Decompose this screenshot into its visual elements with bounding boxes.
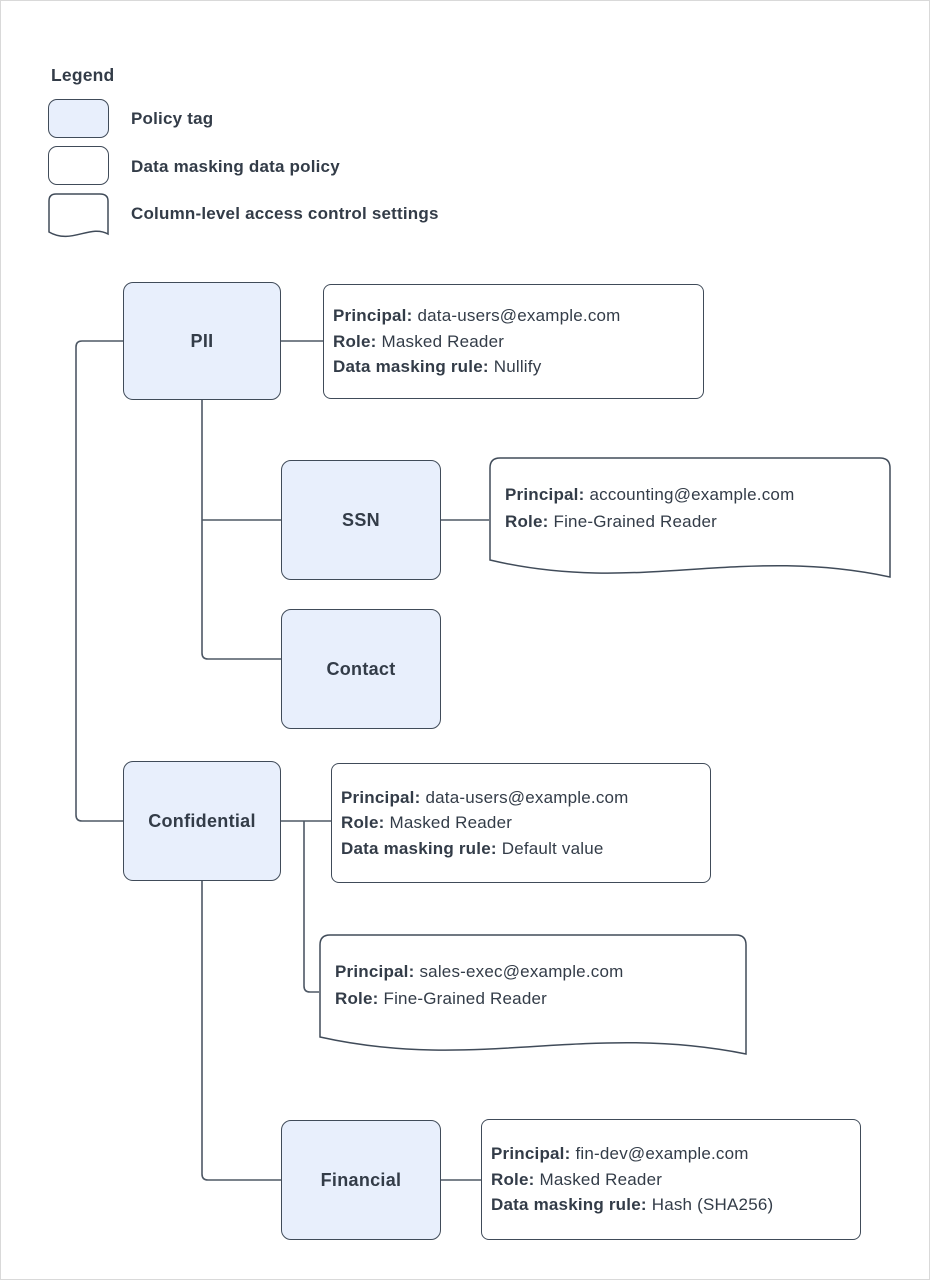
data-policy-confidential: Principal:data-users@example.com Role:Ma…: [331, 763, 711, 883]
policy-rule-line: Data masking rule:Default value: [341, 838, 604, 858]
column-acl-confidential-text: Principal:sales-exec@example.com Role:Fi…: [335, 958, 623, 1012]
column-acl-ssn: Principal:accounting@example.com Role:Fi…: [489, 457, 891, 581]
policy-tag-financial: Financial: [281, 1120, 441, 1240]
data-policy-financial: Principal:fin-dev@example.com Role:Maske…: [481, 1119, 861, 1240]
acl-role-line: Role:Fine-Grained Reader: [335, 989, 547, 1008]
legend-data-policy-swatch: [48, 146, 109, 185]
policy-tag-pii: PII: [123, 282, 281, 400]
legend-column-acl-swatch: [48, 193, 109, 241]
legend-title: Legend: [51, 65, 115, 85]
column-acl-ssn-text: Principal:accounting@example.com Role:Fi…: [505, 481, 794, 535]
connector-pii-contact: [201, 400, 281, 660]
policy-tag-financial-label: Financial: [320, 1169, 402, 1190]
policy-principal-line: Principal:fin-dev@example.com: [491, 1144, 749, 1164]
policy-principal-line: Principal:data-users@example.com: [333, 306, 621, 326]
policy-principal-line: Principal:data-users@example.com: [341, 787, 629, 807]
document-shape: [319, 934, 747, 1055]
acl-principal-line: Principal:accounting@example.com: [505, 485, 795, 504]
policy-role-line: Role:Masked Reader: [333, 331, 505, 351]
policy-tag-contact: Contact: [281, 609, 441, 729]
legend-item-column-acl: Column-level access control settings: [131, 204, 439, 223]
policy-tag-pii-label: PII: [190, 330, 214, 351]
policy-tag-confidential-label: Confidential: [148, 810, 256, 831]
legend-policy-tag-swatch: [48, 99, 109, 138]
policy-tag-confidential: Confidential: [123, 761, 281, 881]
policy-tag-contact-label: Contact: [326, 658, 396, 679]
document-shape: [489, 457, 891, 578]
acl-principal-line: Principal:sales-exec@example.com: [335, 962, 624, 981]
column-acl-confidential: Principal:sales-exec@example.com Role:Fi…: [319, 934, 747, 1058]
policy-tag-ssn-label: SSN: [342, 509, 380, 530]
connector-confidential-financial: [201, 881, 281, 1181]
policy-role-line: Role:Masked Reader: [491, 1169, 663, 1189]
legend-item-data-masking-policy: Data masking data policy: [131, 157, 340, 176]
legend-item-policy-tag: Policy tag: [131, 109, 214, 128]
policy-rule-line: Data masking rule:Nullify: [333, 357, 542, 377]
connector-confidential-acl: [303, 821, 319, 993]
policy-tag-ssn: SSN: [281, 460, 441, 580]
policy-role-line: Role:Masked Reader: [341, 813, 513, 833]
policy-rule-line: Data masking rule:Hash (SHA256): [491, 1195, 774, 1215]
connector-root-bracket: [75, 340, 123, 822]
acl-role-line: Role:Fine-Grained Reader: [505, 512, 717, 531]
data-policy-pii: Principal:data-users@example.com Role:Ma…: [323, 284, 704, 399]
